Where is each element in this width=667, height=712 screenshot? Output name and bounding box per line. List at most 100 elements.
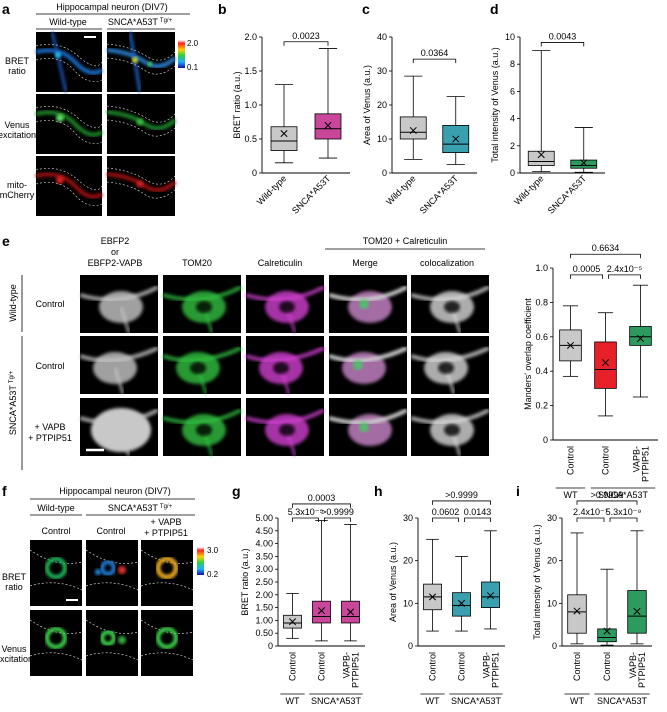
xtick-label-e-1: Control <box>601 446 611 475</box>
colorbar-f <box>197 547 204 575</box>
box-h-1 <box>452 592 471 617</box>
pvalue-label-c-0: 0.0364 <box>421 48 449 58</box>
ytick-label-d-5: 10 <box>505 32 515 42</box>
mean-marker-c-1 <box>452 135 460 143</box>
box-h-2 <box>481 581 500 609</box>
ytick-label-e-3: 0.6 <box>535 332 548 342</box>
xtick-label-i-0: Control <box>572 652 582 681</box>
box-d-0 <box>527 150 555 166</box>
panel-label-e: e <box>2 233 10 249</box>
colorbar-a-max: 2.0 <box>187 39 199 48</box>
micrograph-a-wt-mcherry <box>35 156 104 216</box>
xtick-label-e-0: Control <box>566 446 576 475</box>
ytick-label-g-7: 3.50 <box>255 551 273 561</box>
ytick-label-b-4: 2.0 <box>244 32 257 42</box>
micrograph-a-wt-venus <box>35 94 104 154</box>
ytick-label-g-5: 2.50 <box>255 577 273 587</box>
xtick-label-h-1: Control <box>457 652 467 681</box>
micrograph-e-r2-c5 <box>410 336 490 395</box>
panel-label-f: f <box>2 483 7 499</box>
micrograph-e-r1-c2 <box>162 275 242 334</box>
box-e-2 <box>629 326 652 346</box>
pvalue-bracket-i-1 <box>576 517 605 522</box>
pvalue-label-g-0: 0.0003 <box>308 493 336 503</box>
mean-marker-d-1 <box>580 159 588 167</box>
ytick-label-g-1: 0.50 <box>255 628 273 638</box>
box-i-1 <box>597 628 617 643</box>
ytick-label-d-4: 8 <box>510 59 515 69</box>
mean-marker-c-0 <box>409 126 417 135</box>
ytick-label-e-2: 0.4 <box>535 366 548 376</box>
ytick-label-b-3: 1.5 <box>244 66 257 76</box>
ytick-label-i-1: 10 <box>547 598 557 608</box>
ytick-label-g-3: 1.50 <box>255 603 273 613</box>
box-d-1 <box>570 159 598 169</box>
box-e-1 <box>594 341 617 389</box>
pvalue-label-e-1: 0.0005 <box>573 264 601 274</box>
pvalue-bracket-e-0 <box>570 253 641 259</box>
mean-marker-h-2 <box>486 592 495 600</box>
ytick-label-h-3: 30 <box>403 513 413 523</box>
mean-marker-e-0 <box>566 341 575 349</box>
ytick-label-g-8: 4.00 <box>255 539 273 549</box>
ylabel-c: Area of Venus (a.u.) <box>362 65 372 145</box>
colorbar-a <box>178 40 185 68</box>
micrograph-a-mut-venus <box>106 94 177 154</box>
xtick-label-i-1: Control <box>602 652 612 681</box>
ytick-label-i-2: 20 <box>547 556 557 566</box>
micrograph-a-wt-bret <box>35 31 104 93</box>
group-label-g-1: SNCA*A53T <box>311 696 362 706</box>
pvalue-label-i-2: 5.3x10⁻⁹ <box>606 507 642 517</box>
pvalue-label-d-0: 0.0043 <box>549 31 577 41</box>
xtick-label-d-0: Wild-type <box>512 173 546 207</box>
ytick-label-g-9: 4.50 <box>255 526 273 536</box>
ytick-label-c-3: 30 <box>377 66 387 76</box>
ytick-label-i-3: 30 <box>547 513 557 523</box>
pvalue-bracket-d-0 <box>540 42 585 47</box>
group-label-i-1: SNCA*A53T <box>597 696 648 706</box>
ytick-label-g-4: 2.00 <box>255 590 273 600</box>
pvalue-label-b-0: 0.0023 <box>292 31 320 41</box>
mean-marker-d-0 <box>537 151 545 159</box>
box-g-1 <box>312 600 331 624</box>
ytick-label-b-2: 1.0 <box>244 100 257 110</box>
panel-label-h: h <box>374 483 383 499</box>
mean-marker-i-0 <box>573 607 581 615</box>
micrograph-e-r3-c1 <box>79 398 159 457</box>
ytick-label-g-0: 0 <box>268 641 273 651</box>
ytick-label-d-2: 4 <box>510 114 515 124</box>
panel-e-group-wt: Wild-type <box>8 284 18 322</box>
panel-e-col2-label: TOM20 <box>182 258 212 268</box>
panel-e-row2-label: Control <box>35 361 64 371</box>
pvalue-label-g-1: 5.3x10⁻⁵ <box>288 507 324 517</box>
pvalue-bracket-g-1 <box>292 517 319 522</box>
ytick-label-d-1: 2 <box>510 141 515 151</box>
panel-f-c1-label: Control <box>41 526 70 536</box>
micrograph-e-r3-c3 <box>245 398 325 457</box>
panel-label-c: c <box>362 1 370 17</box>
mean-marker-b-1 <box>324 121 332 129</box>
micrograph-e-r1-c1 <box>79 275 159 334</box>
micrograph-e-r2-c4 <box>328 336 408 394</box>
ytick-label-c-1: 10 <box>377 134 387 144</box>
panel-e-row3-label: + VAPB+ PTPIP51 <box>28 422 72 443</box>
panel-e-micrographs <box>79 275 490 457</box>
xtick-label-g-2: VAPB-PTPIP51 <box>342 652 361 688</box>
ytick-label-e-1: 0.2 <box>535 401 548 411</box>
box-b-1 <box>314 113 342 140</box>
panel-f-title: Hippocampal neuron (DIV7) <box>59 486 171 496</box>
ylabel-d: Total intensity of Venus (a.u.) <box>490 47 500 163</box>
mean-marker-e-2 <box>636 334 645 343</box>
ytick-label-g-2: 1.00 <box>255 615 273 625</box>
ylabel-g: BRET ratio (a.u.) <box>240 548 250 615</box>
ylabel-e: Manders' overlap coefficient <box>523 298 533 410</box>
pvalue-label-e-2: 2.4x10⁻⁵ <box>607 264 643 274</box>
